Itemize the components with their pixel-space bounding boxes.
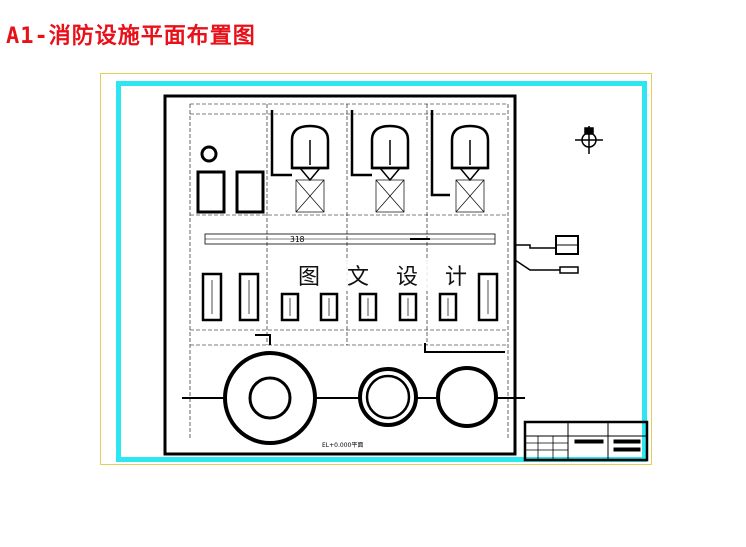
column-grid (189, 103, 509, 440)
reactor-vessel-1 (290, 124, 330, 213)
external-valve (514, 235, 579, 274)
equipment-row (201, 272, 499, 322)
tank-left (196, 170, 226, 214)
hydrant-symbol (200, 145, 218, 163)
storage-tank-small (436, 366, 498, 428)
title-block (523, 420, 649, 462)
reactor-vessel-3 (450, 124, 490, 213)
storage-tank-medium (358, 367, 418, 427)
tank-right (235, 170, 265, 214)
building-outline (163, 94, 517, 456)
page-title: A1-消防设施平面布置图 (6, 24, 256, 49)
pipe-label: 318 (290, 235, 305, 244)
reactor-vessel-2 (370, 124, 410, 213)
watermark-text: 图 文 设 计 (298, 259, 467, 291)
storage-tank-large (223, 351, 317, 445)
north-arrow-icon (575, 126, 603, 154)
elevation-note: EL+0.000平面 (322, 442, 363, 449)
feed-pipes (270, 110, 450, 197)
